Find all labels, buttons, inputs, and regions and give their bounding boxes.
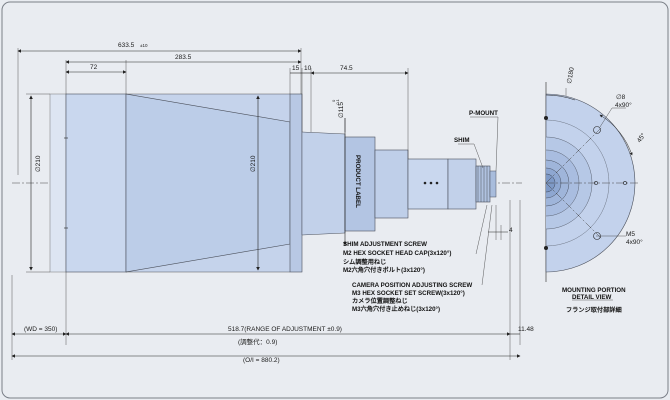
front-lens-cap xyxy=(49,93,67,273)
detail-thread: M5 xyxy=(626,231,635,238)
set-screw-mark xyxy=(423,181,427,185)
p-mount-label: P-MOUNT xyxy=(469,110,498,117)
mount-threads xyxy=(489,170,497,198)
dim-total-length: 633.5 xyxy=(118,42,135,49)
dim-front-length: 72 xyxy=(90,64,98,71)
mounting-detail-view xyxy=(544,82,640,282)
shim-screw-jp-spec: M2六角穴付きボルト(3x120°) xyxy=(343,266,425,274)
dim-flange-diameter: ∅210 xyxy=(250,155,257,172)
dim-front-diameter: ∅210 xyxy=(35,155,42,172)
detail-thread-qty: 4x90° xyxy=(626,238,643,246)
shim-screw-callout: SHIM ADJUSTMENT SCREW M2 HEX SOCKET HEAD… xyxy=(343,241,451,274)
tap-hole xyxy=(594,181,598,185)
screw-mark xyxy=(544,246,548,250)
dim-total-tolerance: ±10 xyxy=(140,43,148,48)
dim-tube-tolerance-zero: 0 xyxy=(331,99,336,102)
shim-screw-spec: M2 HEX SOCKET HEAD CAP(3x120°) xyxy=(343,250,451,257)
detail-title-1: MOUNTING PORTION xyxy=(562,287,626,294)
camera-screw-jp: カメラ位置調整ねじ xyxy=(352,297,408,305)
dim-tube-diameter: ∅115 xyxy=(338,102,345,118)
camera-screw-title: CAMERA POSITION ADJUSTING SCREW xyxy=(352,282,472,289)
set-screw-mark xyxy=(435,181,439,185)
detail-title-jp: フランジ取付部詳細 xyxy=(566,306,622,314)
detail-hole-qty: 4x90° xyxy=(615,101,632,109)
front-barrel xyxy=(65,93,127,273)
camera-adapter xyxy=(407,158,449,210)
dim-range-adjustment: 518.7(RANGE OF ADJUSTMENT ±0.9) xyxy=(228,326,342,333)
product-label-text: PRODUCT LABEL xyxy=(354,155,361,208)
set-screw-mark xyxy=(429,181,433,185)
shim-section xyxy=(447,158,477,210)
detail-hole-diameter: ∅8 xyxy=(616,94,626,101)
dim-object-image: (O/I = 880.2) xyxy=(243,357,280,364)
camera-screw-callout: CAMERA POSITION ADJUSTING SCREW M3 HEX S… xyxy=(352,282,472,313)
shim-screw-title: SHIM ADJUSTMENT SCREW xyxy=(343,241,427,248)
mounting-flange xyxy=(289,93,303,273)
dim-flange: 15 xyxy=(292,65,300,72)
dim-tube-tolerance: -0.1 xyxy=(335,98,340,106)
dim-step: 10 xyxy=(304,65,312,72)
dim-working-distance: (WD = 350) xyxy=(24,326,57,333)
adjust-ring xyxy=(374,149,409,219)
dim-barrel-length: 283.5 xyxy=(175,54,192,61)
tap-hole xyxy=(623,181,627,185)
callout-leaders xyxy=(458,116,499,286)
dim-mount-offset: 4 xyxy=(509,227,513,234)
camera-screw-spec: M3 HEX SOCKET SET SCREW(3x120°) xyxy=(352,290,465,297)
dim-rear-length: 74.5 xyxy=(340,65,353,72)
detail-diameter: ∅180 xyxy=(566,66,576,84)
dimension-lines xyxy=(11,48,521,360)
shim-screw-jp: シム調整用ねじ xyxy=(343,258,386,266)
rear-tube xyxy=(301,131,346,236)
screw-mark xyxy=(544,116,548,120)
detail-title-2: DETAIL VIEW xyxy=(572,294,611,301)
label-barrel xyxy=(344,136,376,232)
dim-flange-back: 11.48 xyxy=(518,326,534,333)
conical-barrel xyxy=(125,93,291,273)
camera-screw-jp-spec: M3六角穴付き止めねじ(3x120°) xyxy=(352,305,440,313)
shim-label: SHIM xyxy=(454,137,469,144)
dim-range-jp: (調整代：0.9) xyxy=(238,337,277,346)
